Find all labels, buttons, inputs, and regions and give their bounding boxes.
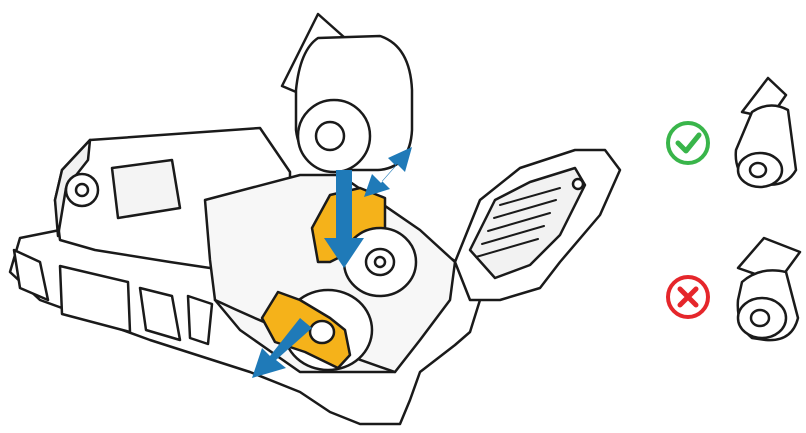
cover-hinge-pin [573,179,583,189]
roll-incorrect-icon [738,238,800,340]
roll-correct-icon [736,78,796,187]
media-cover-open [455,150,620,300]
legend-incorrect [668,238,800,340]
keypad-center [76,184,88,196]
media-roll [282,14,412,172]
display-screen [112,160,180,218]
media-disc-upper-center [375,257,385,267]
check-icon [668,123,708,163]
media-holder-lower-hub [310,321,334,343]
media-roll-core [316,122,344,150]
side-grip-inner [188,296,212,344]
legend-correct [668,78,796,187]
